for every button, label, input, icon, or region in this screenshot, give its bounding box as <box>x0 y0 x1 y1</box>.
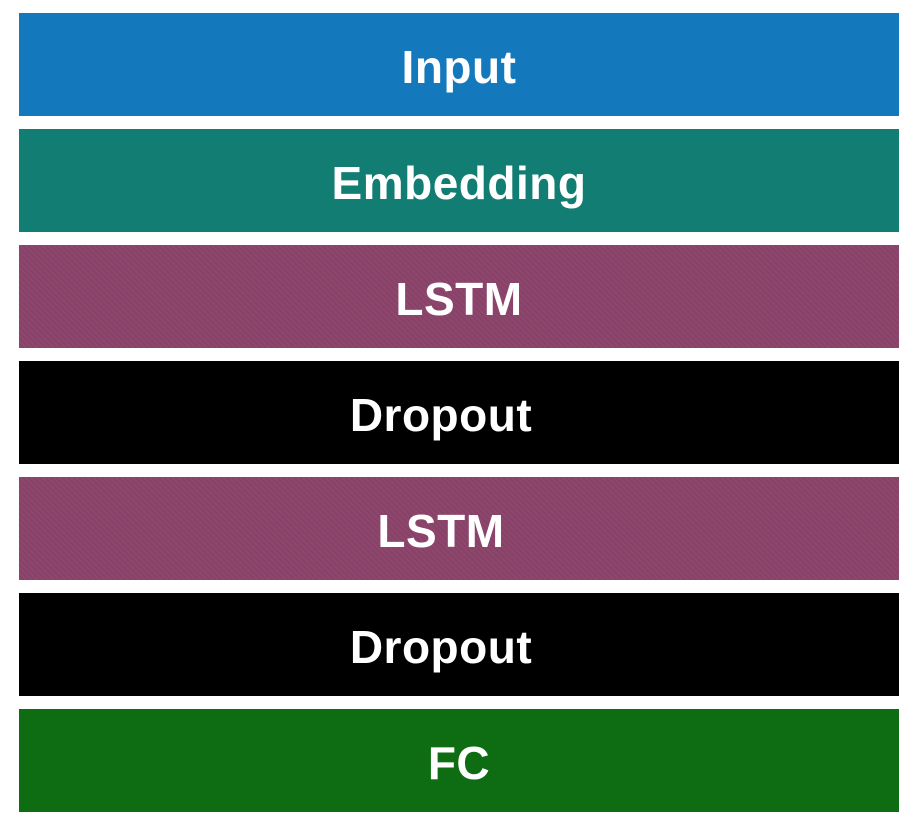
layer-label: FC <box>427 736 491 789</box>
layer-label: Input <box>401 40 517 93</box>
layer-dropout-1: Dropout <box>19 361 899 464</box>
layer-label: Embedding <box>331 156 587 209</box>
layer-stack: Input Embedding LSTM Dropout LSTM Dropou… <box>19 13 899 812</box>
layer-label: Dropout <box>349 388 533 441</box>
layer-lstm-2: LSTM <box>19 477 899 580</box>
layer-label: Dropout <box>349 620 533 673</box>
layer-label: LSTM <box>377 504 505 557</box>
layer-input: Input <box>19 13 899 116</box>
layer-label: LSTM <box>395 272 523 325</box>
layer-dropout-2: Dropout <box>19 593 899 696</box>
layer-embedding: Embedding <box>19 129 899 232</box>
layer-fc: FC <box>19 709 899 812</box>
layer-lstm-1: LSTM <box>19 245 899 348</box>
